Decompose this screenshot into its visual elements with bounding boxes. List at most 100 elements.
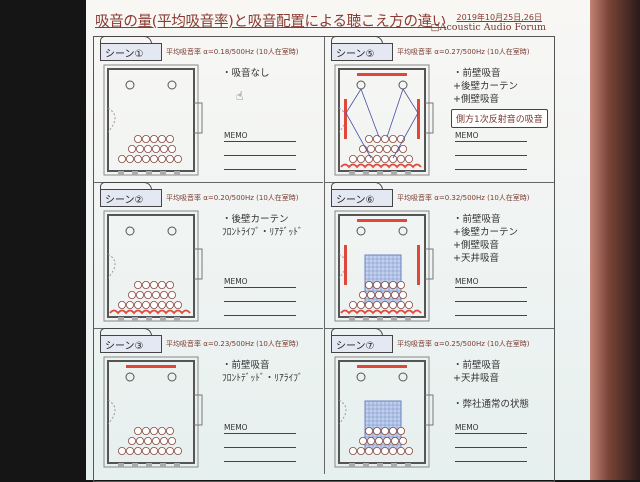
seat	[166, 135, 175, 144]
seat	[174, 301, 183, 310]
seat	[373, 447, 382, 456]
memo-line	[224, 447, 296, 448]
note-item: ・吸音なし	[222, 68, 270, 79]
slide: 吸音の量(平均吸音率)と吸音配置による聴こえ方の違い 2019年10月25日,2…	[86, 0, 590, 482]
seat	[142, 301, 151, 310]
seat	[158, 155, 167, 164]
seat	[158, 281, 167, 290]
rear-curtain	[109, 309, 191, 315]
seat	[127, 291, 136, 300]
seat	[391, 291, 400, 300]
seat	[127, 437, 136, 446]
seat	[373, 135, 382, 144]
memo-line	[455, 315, 527, 316]
seat	[365, 427, 374, 436]
absorption-rate: 平均吸音率 α=0.23/500Hz (10人在室時)	[166, 340, 299, 348]
rear-curtain	[340, 309, 422, 315]
front-wall-absorber	[357, 365, 407, 368]
memo-line	[224, 315, 296, 316]
seat	[365, 281, 374, 290]
memo-label: MEMO	[224, 277, 248, 286]
seat	[174, 155, 183, 164]
seat	[397, 301, 406, 310]
speaker-right-icon	[167, 226, 177, 236]
seat	[166, 155, 175, 164]
seat	[356, 301, 365, 310]
scene-tab: シーン⑦	[331, 328, 393, 353]
speaker-right-icon	[398, 226, 408, 236]
seat	[365, 155, 374, 164]
seat	[405, 447, 414, 456]
seat	[389, 281, 398, 290]
seat	[397, 155, 406, 164]
scene-tab: シーン①	[100, 36, 162, 61]
seat	[367, 291, 376, 300]
seat	[134, 135, 143, 144]
memo-line	[455, 461, 527, 462]
memo-line	[455, 141, 527, 142]
seat	[136, 291, 145, 300]
scene-notes: ・前壁吸音+後壁カーテン+側壁吸音	[453, 67, 518, 106]
side-absorber-left	[344, 99, 347, 139]
memo-line	[224, 141, 296, 142]
scene-tab: シーン③	[100, 328, 162, 353]
seat	[134, 281, 143, 290]
seat	[142, 281, 151, 290]
seat	[358, 291, 367, 300]
seat	[158, 135, 167, 144]
note-item: ・前壁吸音	[222, 360, 270, 371]
seat	[397, 427, 406, 436]
absorption-rate: 平均吸音率 α=0.27/500Hz (10人在室時)	[397, 48, 530, 56]
seat	[389, 135, 398, 144]
seat	[168, 145, 177, 154]
scene-notes: ・前壁吸音+天井吸音 ・弊社通常の状態	[453, 359, 529, 411]
projection-edge	[588, 0, 640, 480]
floor-plan	[334, 356, 434, 468]
seat	[166, 447, 175, 456]
speaker-left-icon	[125, 372, 135, 382]
seat	[166, 281, 175, 290]
seat	[389, 155, 398, 164]
floor-plan	[334, 210, 434, 322]
seat	[117, 301, 126, 310]
seat	[166, 427, 175, 436]
seat	[365, 447, 374, 456]
note-item: +側壁吸音	[453, 94, 499, 105]
seat	[348, 301, 357, 310]
seat	[381, 427, 390, 436]
seat	[389, 447, 398, 456]
seat	[399, 437, 408, 446]
note-item: +後壁カーテン	[453, 227, 518, 238]
speaker-right-icon	[167, 372, 177, 382]
floor-plan	[103, 64, 203, 176]
seat	[136, 437, 145, 446]
seat	[375, 145, 384, 154]
seat	[358, 145, 367, 154]
speaker-right-icon	[398, 80, 408, 90]
rear-curtain	[340, 163, 422, 169]
front-wall-absorber	[357, 219, 407, 222]
front-wall-absorber	[357, 73, 407, 76]
seat	[160, 145, 169, 154]
memo-line	[455, 433, 527, 434]
seat	[381, 447, 390, 456]
seat	[144, 145, 153, 154]
memo-line	[455, 155, 527, 156]
note-item: +側壁吸音	[453, 240, 499, 251]
memo-line	[224, 301, 296, 302]
seat	[152, 291, 161, 300]
seat	[381, 281, 390, 290]
memo-line	[455, 447, 527, 448]
seat	[158, 427, 167, 436]
scene-notes: ・吸音なし	[222, 67, 270, 80]
seat	[152, 437, 161, 446]
forum-label: □Acoustic Audio Forum	[430, 22, 546, 33]
seat	[174, 447, 183, 456]
seat	[150, 135, 159, 144]
seat	[367, 145, 376, 154]
seat	[397, 281, 406, 290]
